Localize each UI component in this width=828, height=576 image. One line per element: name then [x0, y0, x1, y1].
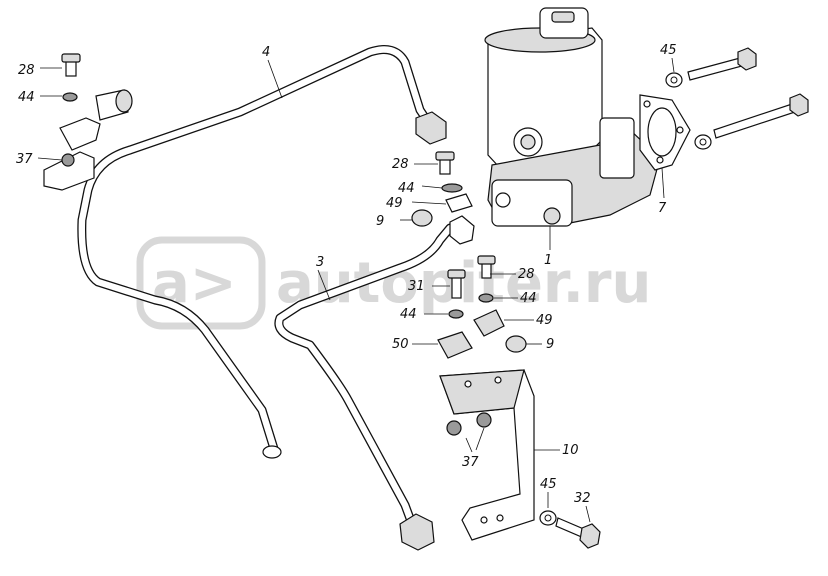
callout-37a: 37 [16, 152, 33, 167]
grommet-9b-icon [505, 335, 527, 353]
callout-4: 4 [262, 45, 270, 60]
callout-44a: 44 [18, 90, 35, 105]
grommet-9-icon [411, 209, 433, 227]
washer-44-icon [62, 92, 78, 102]
callout-37b: 37 [462, 455, 479, 470]
flange-gasket [639, 94, 691, 171]
callout-labels: 28 44 37 4 45 7 28 44 49 9 1 3 31 28 44 … [16, 43, 677, 506]
washer-44d-icon [448, 309, 464, 319]
callout-44b: 44 [398, 181, 415, 196]
callout-31: 31 [408, 279, 425, 294]
tube-3-nut-icon [399, 513, 435, 551]
watermark: a> autopiter.ru [136, 236, 651, 330]
bolt-32-group [539, 510, 601, 549]
washer-44c-icon [478, 293, 494, 303]
callout-49a: 49 [386, 196, 403, 211]
callout-7: 7 [658, 201, 667, 216]
tube-4 [77, 45, 447, 459]
callout-45b: 45 [540, 477, 557, 492]
power-steering-pump [484, 7, 661, 227]
clip-49b-icon [473, 309, 505, 337]
callout-9b: 9 [546, 337, 554, 352]
tube-4-nut-icon [415, 111, 447, 145]
clip-49-icon [445, 193, 473, 213]
left-clamp-group [43, 53, 133, 191]
nut-37b-left-icon [446, 420, 462, 436]
nut-37-icon [61, 153, 75, 167]
clamp-50-icon [437, 331, 473, 359]
callout-28a: 28 [18, 63, 35, 78]
callout-32: 32 [574, 491, 591, 506]
callout-28b: 28 [392, 157, 409, 172]
callout-1: 1 [544, 253, 552, 268]
callout-3: 3 [316, 255, 324, 270]
watermark-logo-icon: a> [136, 236, 266, 330]
callout-50: 50 [392, 337, 409, 352]
bolt-31-icon [451, 275, 462, 299]
callout-44c: 44 [520, 291, 537, 306]
washer-44b-icon [441, 183, 463, 193]
bracket-10 [439, 369, 535, 541]
callout-28c: 28 [518, 267, 535, 282]
tube-3 [274, 215, 475, 551]
long-bolt-upper [687, 47, 757, 81]
watermark-text: autopiter.ru [276, 251, 651, 316]
callout-9a: 9 [376, 214, 384, 229]
tube-3-fitting-icon [449, 215, 475, 245]
callout-44d: 44 [400, 307, 417, 322]
nut-37b-right-icon [476, 412, 492, 428]
callout-45a: 45 [660, 43, 677, 58]
leader-lines [37, 57, 675, 523]
long-bolt-lower [713, 93, 809, 139]
tube-4-end-icon [262, 445, 282, 459]
center-fasteners-lower [437, 255, 527, 359]
callout-10: 10 [562, 443, 579, 458]
callout-49b: 49 [536, 313, 553, 328]
center-fasteners-upper [411, 151, 473, 227]
